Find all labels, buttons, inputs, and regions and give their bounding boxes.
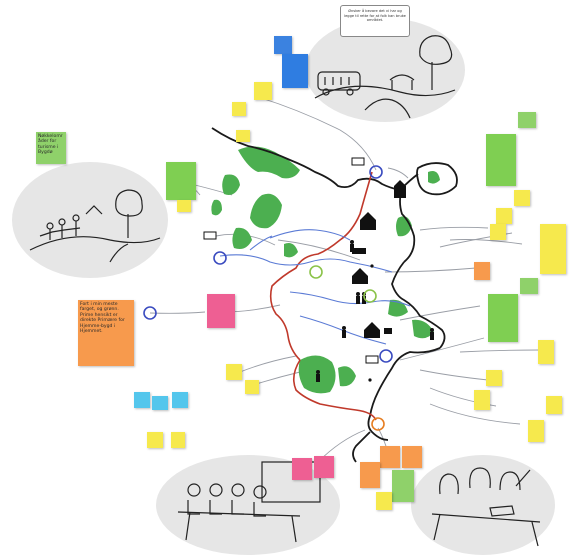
house-icons — [352, 180, 406, 338]
note-orange — [402, 446, 422, 468]
note-yellow — [496, 208, 512, 224]
note-yellow — [486, 370, 502, 386]
note-yellow — [514, 190, 530, 206]
note-green — [392, 470, 414, 502]
note-blue-small — [274, 36, 292, 54]
note-yellow — [245, 380, 259, 394]
note-yellow — [177, 200, 191, 212]
speech-bubble: Ønsker å bevare det vi har og legge til … — [340, 5, 410, 37]
note-orange — [380, 446, 400, 468]
note-yellow — [236, 130, 250, 142]
note-orange — [474, 262, 490, 280]
note-green — [488, 294, 518, 342]
person-icons — [316, 240, 434, 382]
note-yellow — [546, 396, 562, 414]
sketch-bottom-right — [411, 455, 555, 555]
note-pink — [207, 294, 235, 328]
note-yellow — [171, 432, 185, 448]
note-yellow — [376, 492, 392, 510]
note-orange-left: Fort i min meste farget, og grønn. Prime… — [78, 300, 134, 366]
note-green — [518, 112, 536, 128]
sketch-left — [12, 162, 168, 278]
note-green-left: Nøkkelområder for turisme i Bygdø — [36, 132, 66, 164]
note-yellow — [226, 364, 242, 380]
note-green — [520, 278, 538, 294]
note-light-blue — [152, 396, 168, 410]
map-outline — [211, 127, 458, 463]
note-yellow — [232, 102, 246, 116]
note-orange — [360, 462, 380, 488]
star-markers — [368, 264, 374, 382]
note-yellow — [254, 82, 272, 100]
note-yellow — [490, 224, 506, 240]
note-pink — [314, 456, 334, 478]
note-pink — [292, 458, 312, 480]
note-light-blue — [134, 392, 150, 408]
note-yellow — [474, 390, 490, 410]
circle-markers — [143, 165, 393, 431]
note-blue-large — [282, 54, 308, 88]
note-yellow — [528, 420, 544, 442]
note-yellow — [540, 224, 566, 274]
note-light-blue — [172, 392, 188, 408]
note-green-left-text: Nøkkelområder for turisme i Bygdø — [38, 134, 63, 156]
note-yellow — [147, 432, 163, 448]
bus-icons — [203, 157, 379, 364]
speech-text: Ønsker å bevare det vi har og legge til … — [344, 9, 406, 23]
sketch-top — [305, 18, 465, 122]
note-yellow — [538, 340, 554, 364]
map-red-route — [269, 171, 377, 421]
note-green — [166, 162, 196, 200]
note-orange-left-text: Fort i min meste farget, og grønn. Prime… — [80, 302, 125, 335]
sketch-bottom-left — [156, 455, 340, 555]
note-green — [486, 134, 516, 186]
